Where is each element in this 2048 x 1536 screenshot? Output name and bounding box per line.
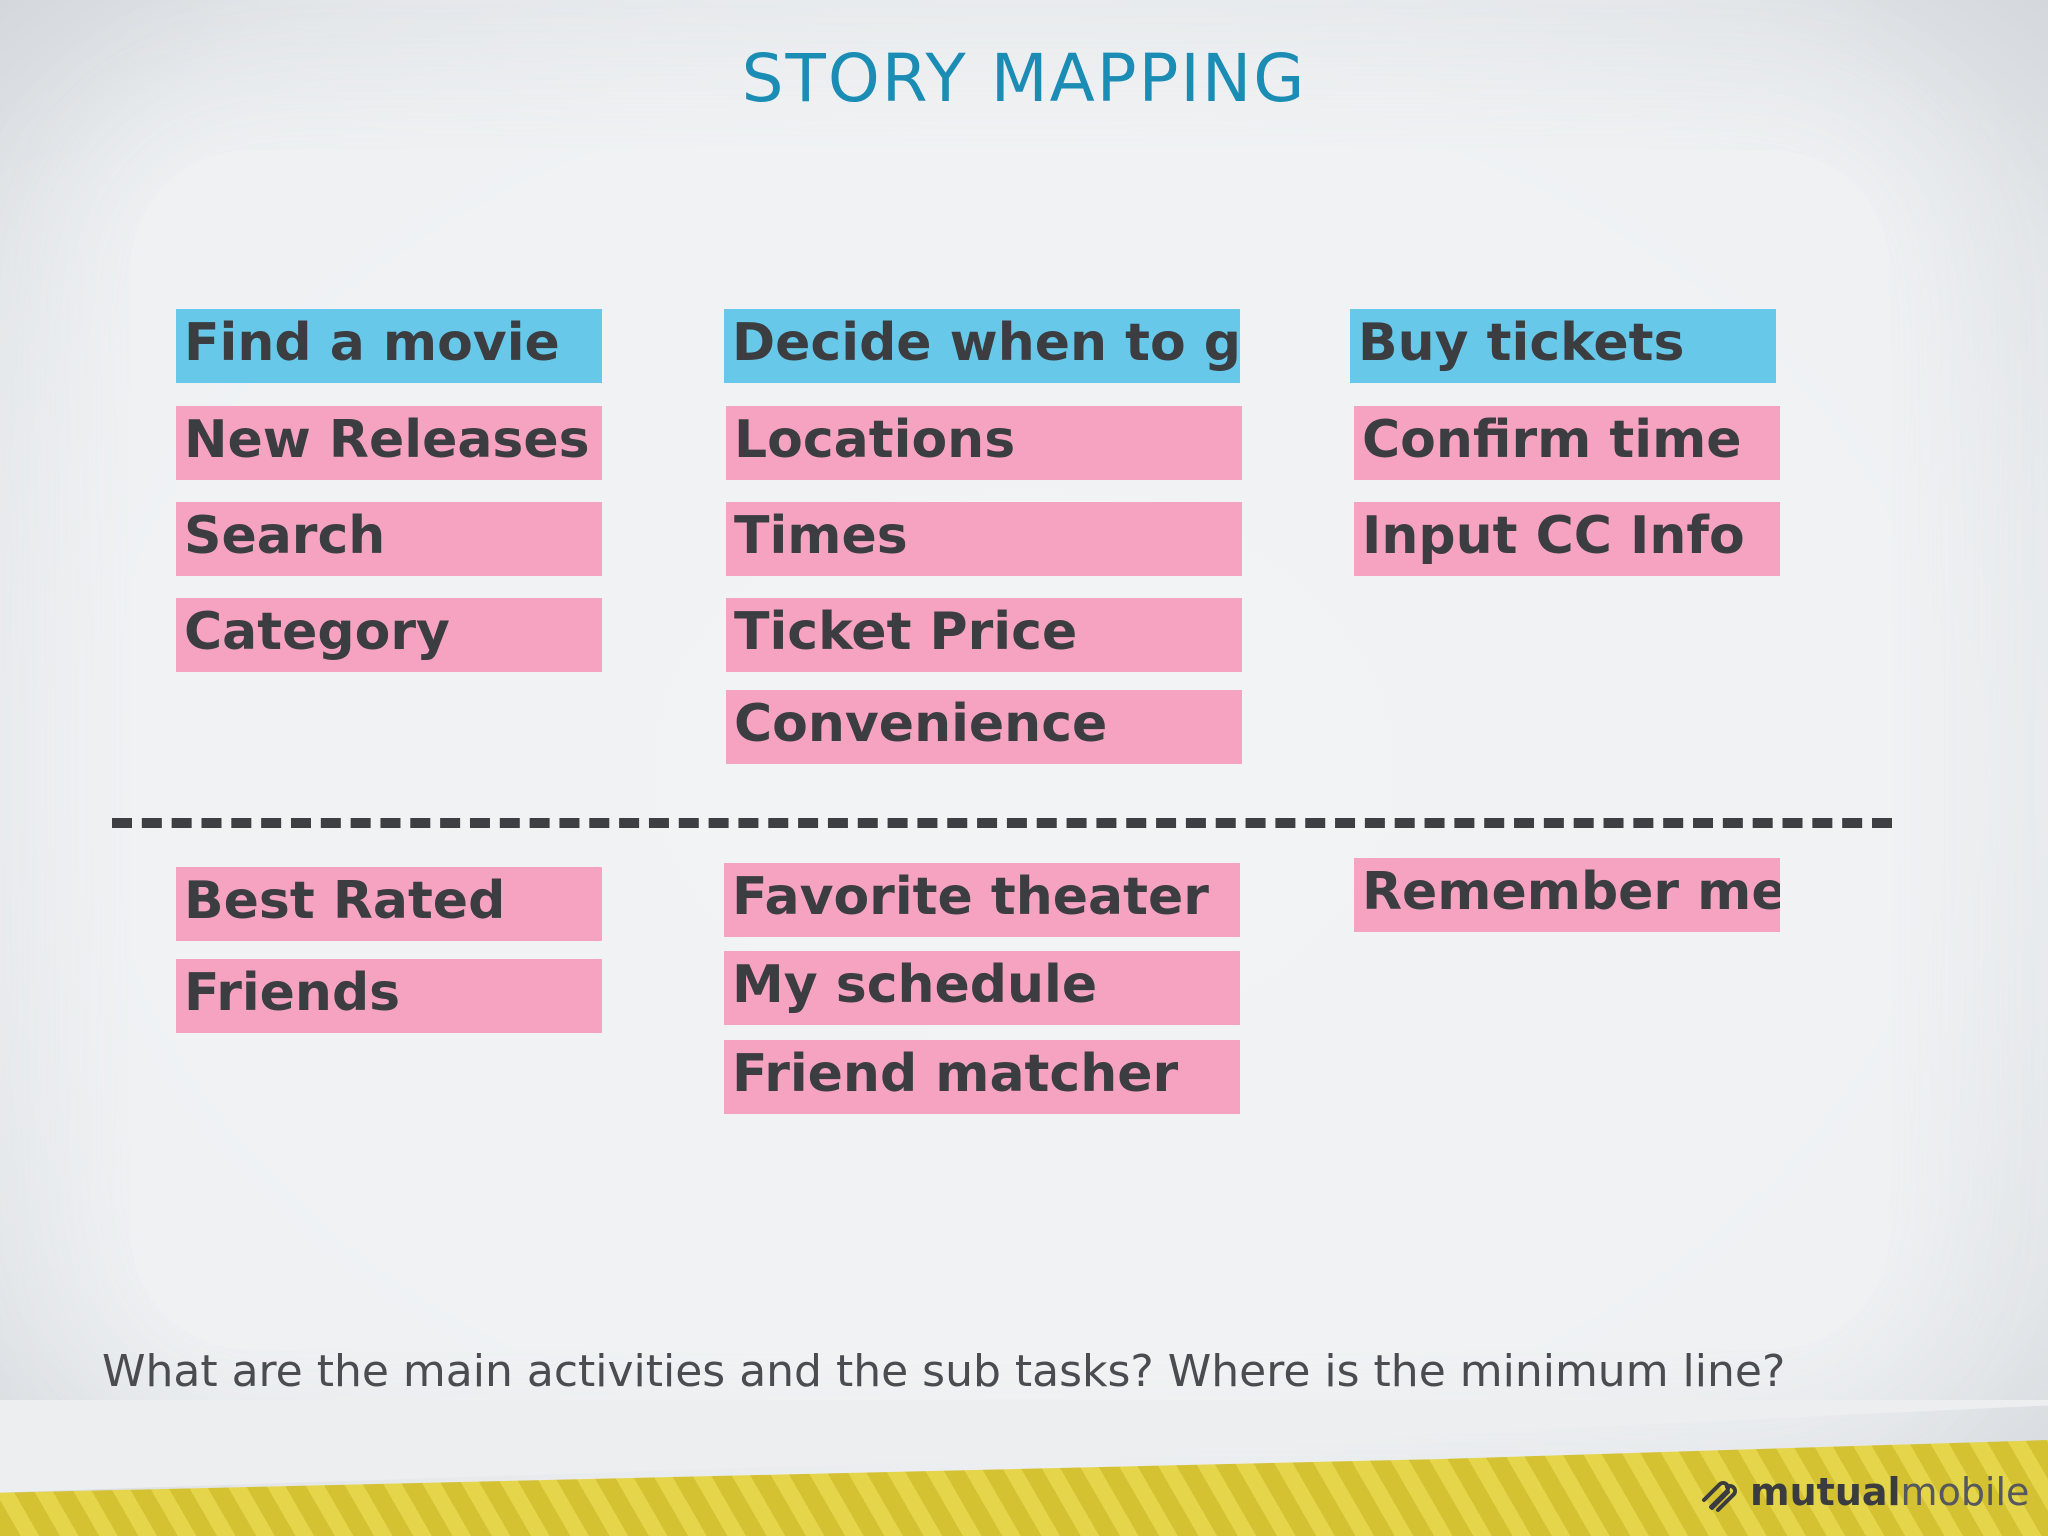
brand-logo: mutualmobile xyxy=(1698,1470,2029,1514)
task-card-convenience: Convenience xyxy=(726,690,1242,764)
slide-title: STORY MAPPING xyxy=(741,40,1307,117)
task-card-favorite-theater: Favorite theater xyxy=(724,863,1240,937)
activity-card-decide-when-to-go: Decide when to go xyxy=(724,309,1240,383)
task-card-friend-matcher: Friend matcher xyxy=(724,1040,1240,1114)
task-card-new-releases: New Releases xyxy=(176,406,602,480)
task-card-times: Times xyxy=(726,502,1242,576)
task-card-category: Category xyxy=(176,598,602,672)
task-card-my-schedule: My schedule xyxy=(724,951,1240,1025)
brand-name-light: mobile xyxy=(1900,1470,2030,1514)
task-card-remember-me: Remember me xyxy=(1354,858,1780,932)
task-card-locations: Locations xyxy=(726,406,1242,480)
activity-card-find-a-movie: Find a movie xyxy=(176,309,602,383)
prompt-question: What are the main activities and the sub… xyxy=(102,1346,1786,1397)
mutual-mobile-logo-icon xyxy=(1702,1481,1737,1512)
task-card-best-rated: Best Rated xyxy=(176,867,602,941)
activity-card-buy-tickets: Buy tickets xyxy=(1350,309,1776,383)
minimum-line-divider xyxy=(112,818,1892,828)
task-card-confirm-time: Confirm time xyxy=(1354,406,1780,480)
task-card-friends: Friends xyxy=(176,959,602,1033)
task-card-search: Search xyxy=(176,502,602,576)
task-card-input-cc-info: Input CC Info xyxy=(1354,502,1780,576)
brand-name-bold: mutual xyxy=(1750,1470,1901,1514)
task-card-ticket-price: Ticket Price xyxy=(726,598,1242,672)
